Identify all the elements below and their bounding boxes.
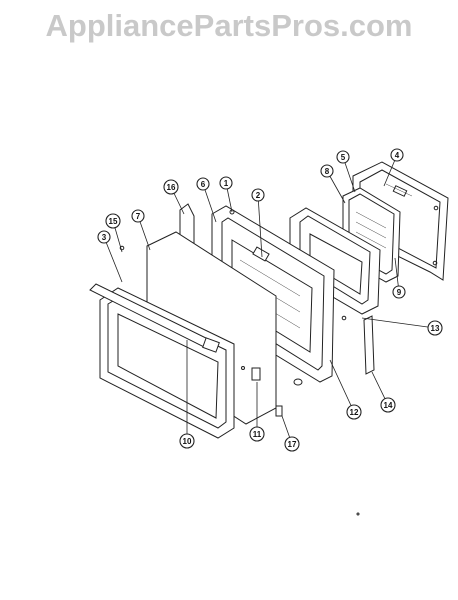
callout-10: 10 xyxy=(179,433,195,449)
callout-circle xyxy=(131,209,145,223)
callout-number: 10 xyxy=(183,437,192,446)
callout-7: 7 xyxy=(131,209,145,223)
callout-number: 11 xyxy=(253,430,262,439)
callout-circle xyxy=(163,179,179,195)
leader-12 xyxy=(329,359,355,413)
callout-circle xyxy=(196,177,210,191)
callout-2: 2 xyxy=(251,188,265,202)
callout-8: 8 xyxy=(320,164,334,178)
callout-number: 4 xyxy=(395,151,400,160)
callout-number: 3 xyxy=(102,233,107,242)
callout-16: 16 xyxy=(163,179,179,195)
callout-circle xyxy=(427,320,443,336)
callout-circle xyxy=(251,188,265,202)
callout-circle xyxy=(392,285,406,299)
hinge-14 xyxy=(363,315,375,375)
leader-6 xyxy=(202,183,217,223)
callout-12: 12 xyxy=(346,404,362,420)
leader-13 xyxy=(361,317,436,329)
callout-15: 15 xyxy=(105,213,121,229)
callout-number: 13 xyxy=(431,324,440,333)
screw xyxy=(241,366,245,370)
callout-circle xyxy=(97,230,111,244)
callout-circle xyxy=(380,397,396,413)
screw-15 xyxy=(119,245,125,251)
callout-circle xyxy=(346,404,362,420)
hinge-clip xyxy=(251,367,261,381)
speck xyxy=(356,512,360,516)
callout-number: 15 xyxy=(109,217,118,226)
callout-number: 1 xyxy=(224,179,229,188)
door-liner-frame xyxy=(289,207,381,315)
callout-number: 14 xyxy=(384,401,393,410)
callout-number: 12 xyxy=(350,408,359,417)
screw xyxy=(341,315,347,321)
callout-3: 3 xyxy=(97,230,111,244)
callout-circle xyxy=(284,436,300,452)
callout-number: 7 xyxy=(136,212,141,221)
callout-4: 4 xyxy=(390,148,404,162)
callout-circle xyxy=(249,426,265,442)
watermark: AppliancePartsPros.com xyxy=(45,8,413,43)
callout-circle xyxy=(105,213,121,229)
callout-number: 16 xyxy=(167,183,176,192)
callout-circle xyxy=(219,176,233,190)
callout-11: 11 xyxy=(249,426,265,442)
callout-9: 9 xyxy=(392,285,406,299)
callout-5: 5 xyxy=(336,150,350,164)
leader-3 xyxy=(103,236,123,283)
callout-number: 2 xyxy=(256,191,261,200)
door-handle xyxy=(89,283,220,353)
callout-1: 1 xyxy=(219,176,233,190)
callout-number: 5 xyxy=(341,153,346,162)
callout-number: 6 xyxy=(201,180,206,189)
callout-circle xyxy=(336,150,350,164)
leader-2 xyxy=(257,194,263,258)
callout-circle xyxy=(320,164,334,178)
callout-13: 13 xyxy=(427,320,443,336)
small-hardware xyxy=(119,245,375,516)
callout-6: 6 xyxy=(196,177,210,191)
callout-number: 17 xyxy=(288,440,297,449)
callout-circle xyxy=(390,148,404,162)
callout-17: 17 xyxy=(284,436,300,452)
callout-circle xyxy=(179,433,195,449)
bumper xyxy=(293,378,303,386)
callout-number: 8 xyxy=(325,167,330,176)
callout-14: 14 xyxy=(380,397,396,413)
callout-number: 9 xyxy=(397,288,402,297)
bracket-17 xyxy=(275,405,283,417)
